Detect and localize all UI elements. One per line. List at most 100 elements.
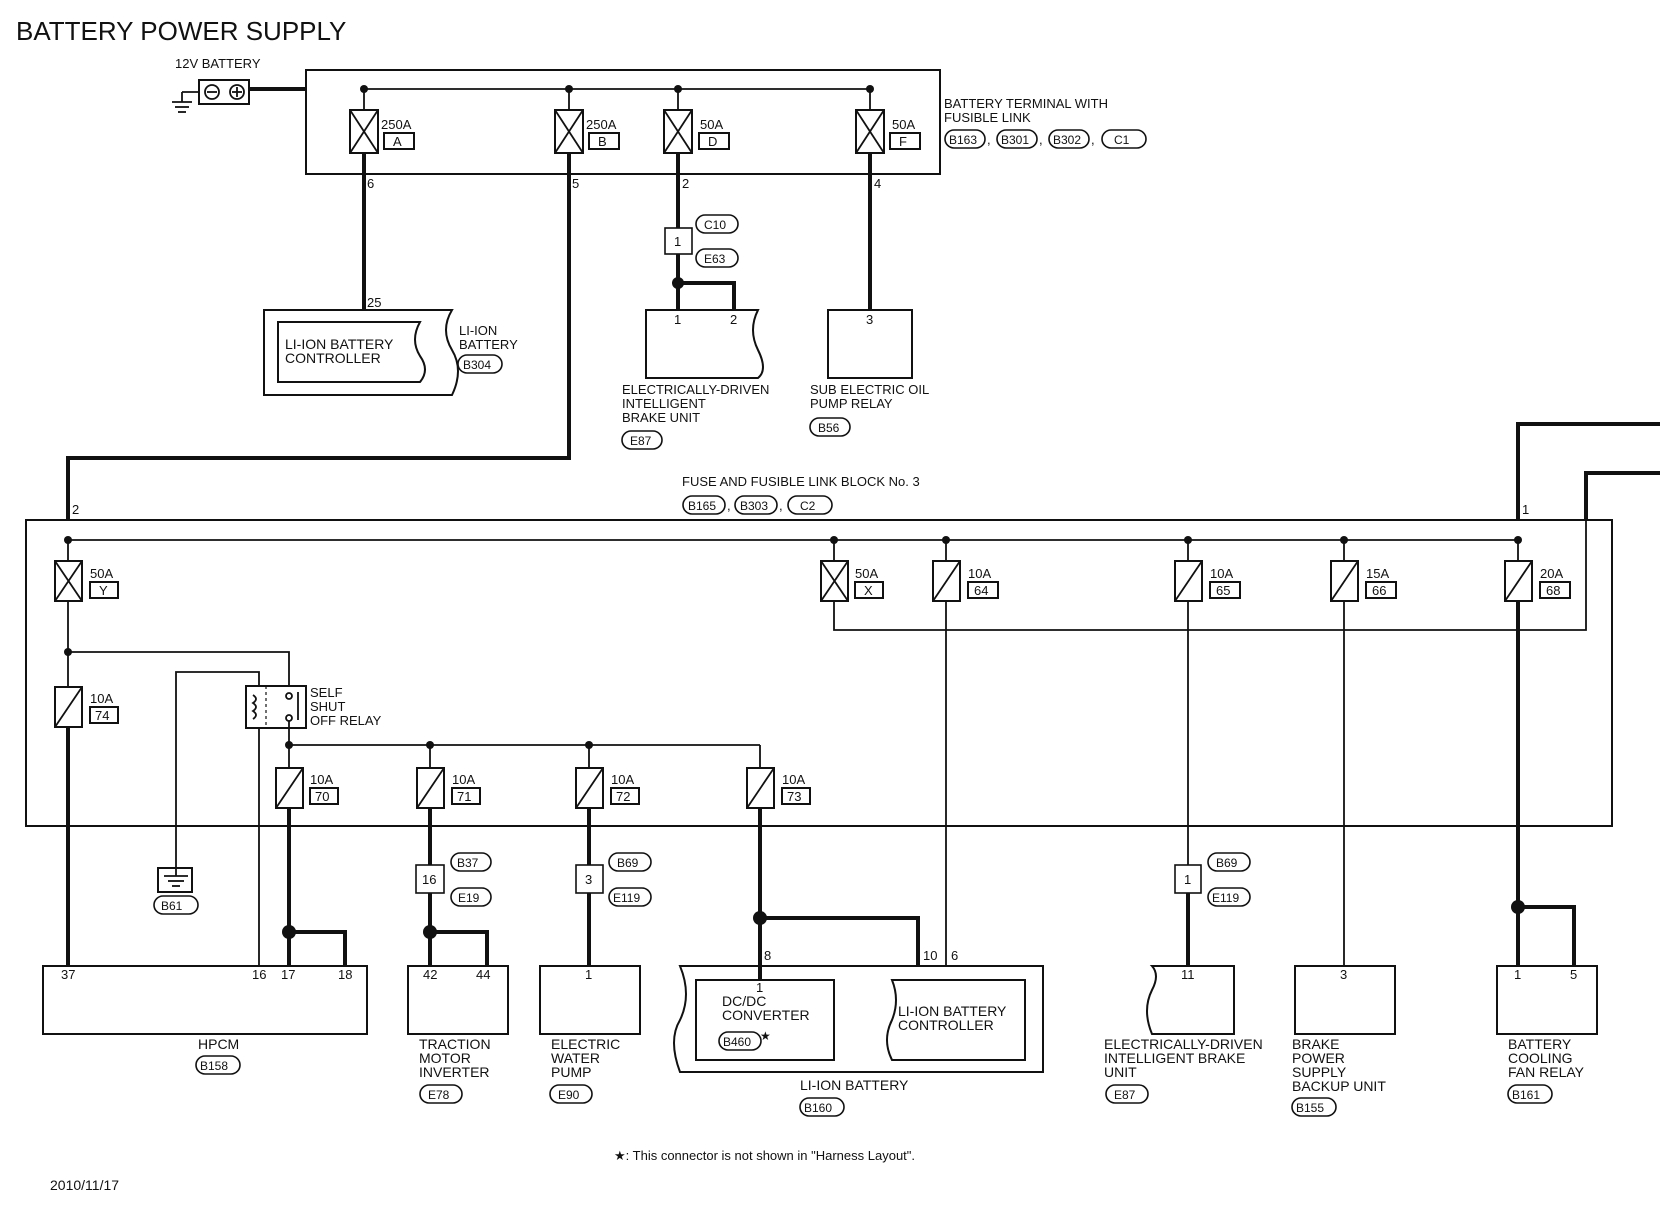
svg-text:1: 1: [1184, 872, 1191, 887]
fusible-link-a: 250A A 6: [349, 89, 415, 191]
svg-text:BATTERY: BATTERY: [459, 337, 518, 352]
svg-text:X: X: [864, 583, 873, 598]
svg-text:18: 18: [338, 967, 352, 982]
fuse-74: 10A 74: [54, 652, 119, 728]
svg-text:10A: 10A: [90, 691, 113, 706]
svg-text:42: 42: [423, 967, 437, 982]
svg-text:50A: 50A: [892, 117, 915, 132]
battery-ground-icon: [172, 101, 192, 113]
fuse-y: 50A Y: [54, 540, 119, 652]
svg-text:CONVERTER: CONVERTER: [722, 1007, 810, 1023]
fusible-link-b: 250A B 5: [554, 89, 620, 191]
svg-text:70: 70: [315, 789, 329, 804]
svg-text:D: D: [708, 134, 717, 149]
svg-text:3: 3: [866, 312, 873, 327]
svg-text:BATTERY: BATTERY: [1508, 1036, 1572, 1052]
electric-water-pump: 1 ELECTRIC WATER PUMP E90: [539, 965, 641, 1104]
svg-text:OFF RELAY: OFF RELAY: [310, 713, 382, 728]
svg-text:E87: E87: [1114, 1088, 1136, 1102]
fusible-link-f: 50A F 4: [855, 89, 921, 191]
svg-text:4: 4: [874, 176, 881, 191]
fuse-73: 10A 73: [746, 745, 811, 809]
svg-text:B302: B302: [1053, 133, 1081, 147]
fuse-block-name: FUSE AND FUSIBLE LINK BLOCK No. 3: [682, 474, 920, 489]
svg-text:17: 17: [281, 967, 295, 982]
diagram-title: BATTERY POWER SUPPLY: [16, 16, 346, 46]
svg-text:B163: B163: [949, 133, 977, 147]
fuse-block-no3: FUSE AND FUSIBLE LINK BLOCK No. 3 B165 ,…: [25, 474, 1613, 966]
svg-text:C2: C2: [800, 499, 816, 513]
junction-b69-e119-right: 1 B69 E119: [1174, 852, 1251, 907]
brake-power-supply-backup-unit: 3 BRAKE POWER SUPPLY BACKUP UNIT B155: [1291, 965, 1396, 1117]
svg-text:10A: 10A: [782, 772, 805, 787]
svg-text:TRACTION: TRACTION: [419, 1036, 491, 1052]
svg-text:COOLING: COOLING: [1508, 1050, 1573, 1066]
svg-text:C10: C10: [704, 218, 726, 232]
fuse-70: 10A 70: [275, 745, 339, 809]
svg-text:★: ★: [760, 1029, 771, 1043]
svg-text:B460: B460: [723, 1035, 751, 1049]
ebrake-unit-top: 1 2 ELECTRICALLY-DRIVEN INTELLIGENT BRAK…: [621, 309, 769, 450]
svg-text:66: 66: [1372, 583, 1386, 598]
svg-text:10A: 10A: [968, 566, 991, 581]
svg-text:68: 68: [1546, 583, 1560, 598]
svg-text:INTELLIGENT: INTELLIGENT: [622, 396, 706, 411]
junction-b69-e119-left: 3 B69 E119: [575, 852, 652, 907]
svg-text:16: 16: [422, 872, 436, 887]
svg-text:10A: 10A: [611, 772, 634, 787]
svg-text:LI-ION BATTERY: LI-ION BATTERY: [898, 1003, 1007, 1019]
svg-text:B301: B301: [1001, 133, 1029, 147]
svg-text:1: 1: [585, 967, 592, 982]
svg-text:F: F: [899, 134, 907, 149]
svg-text:11: 11: [1181, 967, 1195, 982]
fusible-link-block-name-2: FUSIBLE LINK: [944, 110, 1031, 125]
svg-text:8: 8: [764, 948, 771, 963]
wire-b-to-fuse-block: [66, 153, 571, 520]
junction-b37-e19: 16 B37 E19: [415, 852, 492, 907]
svg-text:2: 2: [682, 176, 689, 191]
fuse-65: 10A 65: [1174, 540, 1241, 602]
svg-text:LI-ION BATTERY: LI-ION BATTERY: [800, 1077, 909, 1093]
hpcm: 37 16 17 18 HPCM B158: [42, 965, 368, 1075]
battery-terminal-fusible-link: 250A A 6 250A B 5 50A D 2: [305, 69, 1147, 191]
svg-text:B69: B69: [1216, 856, 1238, 870]
svg-text:FAN RELAY: FAN RELAY: [1508, 1064, 1585, 1080]
svg-text:SUPPLY: SUPPLY: [1292, 1064, 1347, 1080]
svg-text:SELF: SELF: [310, 685, 343, 700]
svg-text:1: 1: [756, 980, 763, 995]
svg-text:B165: B165: [688, 499, 716, 513]
svg-text:B304: B304: [463, 358, 491, 372]
svg-text:BRAKE UNIT: BRAKE UNIT: [622, 410, 700, 425]
svg-text:B160: B160: [804, 1101, 832, 1115]
svg-text:6: 6: [367, 176, 374, 191]
fuse-64: 10A 64: [932, 540, 999, 602]
svg-text:MOTOR: MOTOR: [419, 1050, 471, 1066]
svg-text:E78: E78: [428, 1088, 450, 1102]
svg-text:5: 5: [1570, 967, 1577, 982]
svg-text:BRAKE: BRAKE: [1292, 1036, 1339, 1052]
svg-text:E119: E119: [613, 891, 640, 905]
svg-text:37: 37: [61, 967, 75, 982]
fusible-link-connectors: B163 , B301 , B302 , C1: [944, 129, 1147, 149]
fusible-link-d: 50A D 2: [663, 89, 730, 191]
svg-text:16: 16: [252, 967, 266, 982]
fuse-72: 10A 72: [575, 745, 640, 809]
svg-text:10A: 10A: [310, 772, 333, 787]
svg-text:25: 25: [367, 295, 381, 310]
svg-text:,: ,: [987, 132, 991, 147]
svg-text:3: 3: [585, 872, 592, 887]
c10-e63-junction: 1 C10 E63: [664, 214, 739, 268]
svg-text:65: 65: [1216, 583, 1230, 598]
svg-text:PUMP: PUMP: [551, 1064, 591, 1080]
ebrake-unit-bottom: 11 ELECTRICALLY-DRIVEN INTELLIGENT BRAKE…: [1104, 965, 1263, 1104]
battery-cooling-fan-relay: 1 5 BATTERY COOLING FAN RELAY B161: [1496, 965, 1598, 1104]
svg-text:UNIT: UNIT: [1104, 1064, 1137, 1080]
svg-text:44: 44: [476, 967, 490, 982]
svg-text:1: 1: [1522, 502, 1529, 517]
traction-motor-inverter: 42 44 TRACTION MOTOR INVERTER E78: [407, 965, 509, 1104]
svg-text:50A: 50A: [90, 566, 113, 581]
svg-text:71: 71: [457, 789, 471, 804]
fuse-x: 50A X: [820, 540, 884, 602]
svg-text:E119: E119: [1212, 891, 1239, 905]
